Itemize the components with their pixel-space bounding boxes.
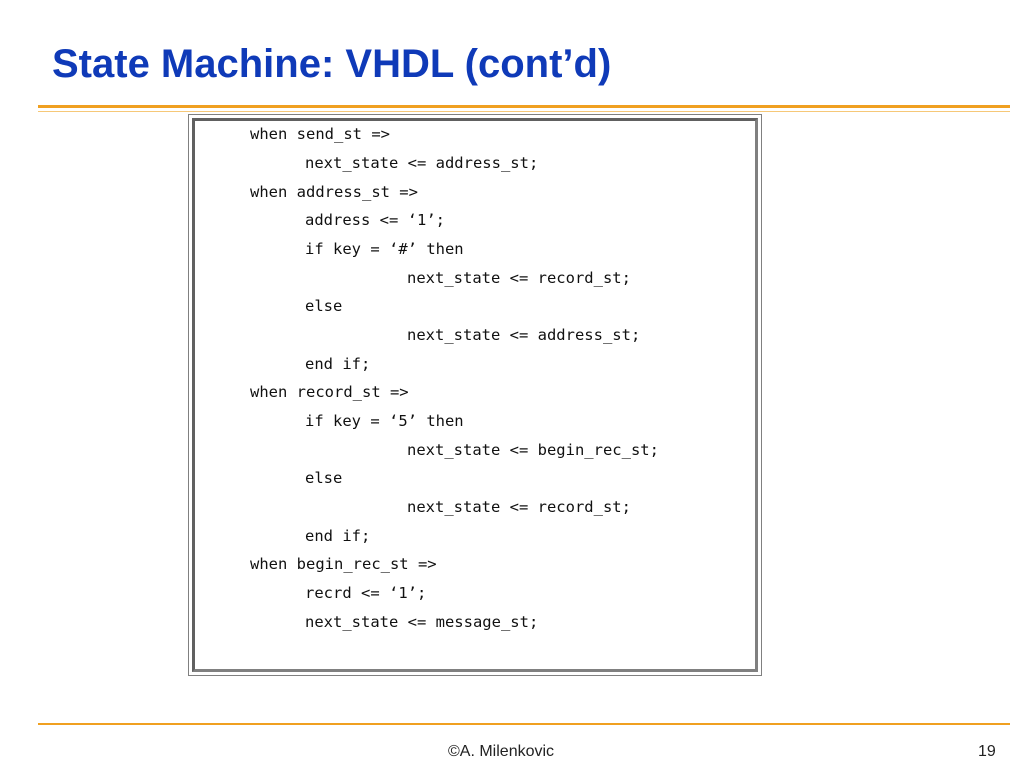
- code-line-14: next_state <= record_st;: [407, 498, 631, 516]
- slide-title: State Machine: VHDL (cont’d): [52, 42, 612, 86]
- code-line-2: next_state <= address_st;: [305, 154, 539, 172]
- title-divider: [38, 105, 1010, 108]
- page-number: 19: [978, 743, 996, 760]
- code-line-11: if key = ‘5’ then: [305, 412, 464, 430]
- footer-divider: [38, 723, 1010, 725]
- code-line-12: next_state <= begin_rec_st;: [407, 441, 659, 459]
- code-line-6: next_state <= record_st;: [407, 269, 631, 287]
- code-line-10: when record_st =>: [250, 383, 409, 401]
- code-line-1: when send_st =>: [250, 125, 390, 143]
- code-box: [188, 114, 762, 676]
- code-line-13: else: [305, 469, 343, 487]
- code-line-17: recrd <= ‘1’;: [305, 584, 427, 602]
- code-line-4: address <= ‘1’;: [305, 211, 445, 229]
- code-line-18: next_state <= message_st;: [305, 613, 539, 631]
- code-line-15: end if;: [305, 527, 371, 545]
- title-divider-thin: [38, 111, 1010, 112]
- code-line-16: when begin_rec_st =>: [250, 555, 437, 573]
- footer-author: ©A. Milenkovic: [448, 743, 555, 760]
- code-line-5: if key = ‘#’ then: [305, 240, 464, 258]
- code-line-9: end if;: [305, 355, 371, 373]
- code-line-7: else: [305, 297, 343, 315]
- code-line-3: when address_st =>: [250, 183, 418, 201]
- code-box-inner-border: [192, 118, 758, 672]
- code-line-8: next_state <= address_st;: [407, 326, 641, 344]
